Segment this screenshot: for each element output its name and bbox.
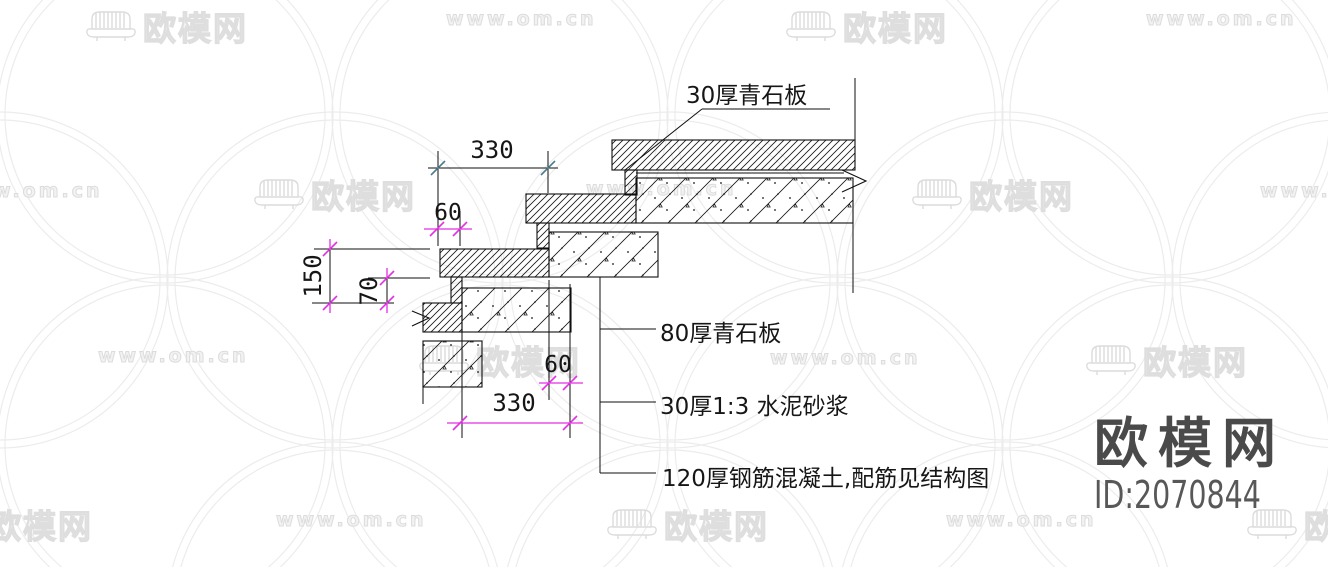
label-stone: 80厚青石板 (660, 321, 781, 347)
landing-riser (624, 169, 638, 196)
dim-rise-lower: 70 (355, 277, 383, 306)
top-landing-slab (611, 139, 856, 171)
middle-riser (536, 222, 550, 249)
concrete-middle (548, 231, 659, 278)
site-logo: 欧模网 ID:2070844 (1094, 412, 1324, 517)
stone-sections (422, 139, 856, 333)
dimension-ticks-teal (430, 160, 556, 176)
lower-tread (439, 248, 550, 278)
dim-top-run: 330 (470, 136, 513, 164)
concrete-sections (422, 177, 854, 388)
dim-bottom-nosing: 60 (544, 352, 572, 378)
drawing-lines (312, 78, 856, 474)
concrete-landing (635, 177, 854, 224)
dimension-ticks-magenta (322, 221, 583, 431)
label-concrete: 120厚钢筋混凝土,配筋见结构图 (662, 466, 989, 492)
dim-top-nosing: 60 (434, 200, 462, 226)
break-arrow-icon (411, 169, 868, 327)
concrete-bottom (422, 340, 483, 388)
lower-riser (450, 276, 463, 304)
site-logo-id: ID:2070844 (1094, 472, 1261, 517)
label-top-slab: 30厚青石板 (686, 83, 807, 109)
concrete-lower (461, 287, 572, 333)
site-logo-text: 欧模网 (1094, 412, 1286, 475)
bottom-tread (422, 302, 463, 333)
label-mortar: 30厚1:3 水泥砂浆 (660, 394, 849, 420)
dim-bottom-run: 330 (492, 389, 535, 417)
dim-rise-total: 150 (299, 254, 327, 297)
middle-tread (525, 193, 637, 224)
